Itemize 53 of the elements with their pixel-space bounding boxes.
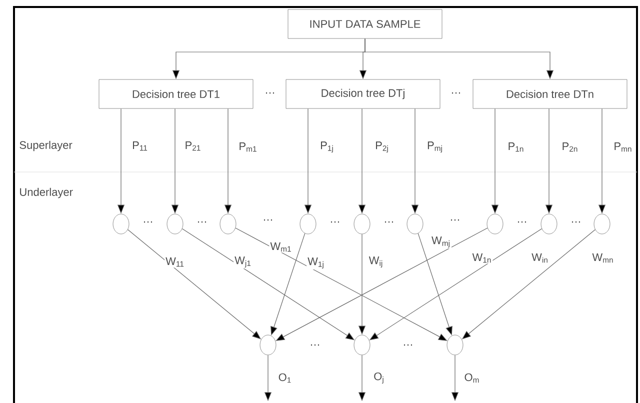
- edge-label: O$_{1}$: [277, 372, 293, 384]
- edge-label: P$_{1j}$: [319, 140, 335, 154]
- neuron-circle: [486, 214, 504, 234]
- ellipsis: …: [451, 219, 459, 221]
- input-box: INPUT DATA SAMPLE: [288, 9, 442, 39]
- ellipsis: …: [311, 344, 319, 346]
- edge-label: W$_{j1}$: [234, 256, 252, 268]
- neuron-circle: [354, 214, 370, 234]
- edge-label: P$_{mn}$: [612, 141, 634, 153]
- edge-label: O$_{m}$: [463, 372, 481, 384]
- decision-tree-box: Decision tree DTj: [286, 79, 440, 109]
- layer-label: Superlayer: [20, 140, 72, 152]
- edge-label: P$_{mj}$: [426, 140, 444, 154]
- ellipsis: …: [331, 221, 339, 223]
- decision-tree-box: Decision tree DT1: [98, 79, 254, 109]
- edge-label: P$_{1n}$: [506, 141, 526, 153]
- layer-label: Underlayer: [20, 188, 73, 198]
- edge-label: P$_{21}$: [184, 140, 202, 152]
- ellipsis: …: [518, 221, 526, 223]
- decision-tree-box: Decision tree DTn: [472, 79, 628, 109]
- ellipsis: …: [452, 92, 460, 94]
- neuron-circle: [260, 334, 276, 356]
- neuron-circle: [112, 214, 130, 234]
- ellipsis: …: [144, 221, 152, 223]
- edge-label: P$_{2j}$: [374, 140, 390, 154]
- neuron-circle: [220, 214, 236, 234]
- neuron-circle: [594, 214, 610, 234]
- edge-label: O$_{j}$: [372, 371, 386, 385]
- edge-label: W$_{11}$: [164, 256, 186, 268]
- neuron-circle: [446, 334, 464, 356]
- edge-label: W$_{mn}$: [591, 252, 615, 264]
- ellipsis: …: [266, 92, 274, 94]
- edge-label: W$_{m1}$: [269, 241, 293, 253]
- ellipsis: …: [404, 344, 412, 346]
- edge-label: P$_{11}$: [131, 140, 149, 152]
- ellipsis: …: [385, 221, 393, 223]
- edge-label: P$_{m1}$: [238, 141, 258, 153]
- edge-label: W$_{mj}$: [430, 236, 452, 248]
- neuron-circle: [166, 214, 184, 234]
- ellipsis: …: [198, 221, 206, 223]
- edge-label: W$_{1n}$: [471, 252, 493, 264]
- neuron-circle: [354, 334, 370, 356]
- edge-label: W$_{in}$: [530, 252, 550, 264]
- arrow: [235, 228, 448, 341]
- ellipsis: …: [572, 221, 580, 223]
- neuron-circle: [406, 214, 424, 234]
- edge-label: W$_{ij}$: [368, 256, 384, 268]
- neuron-circle: [540, 214, 558, 234]
- neuron-circle: [300, 214, 316, 234]
- edge-label: W$_{1j}$: [306, 256, 326, 270]
- ellipsis: …: [264, 219, 272, 221]
- edge-label: P$_{2n}$: [560, 141, 580, 153]
- arrow: [276, 228, 488, 341]
